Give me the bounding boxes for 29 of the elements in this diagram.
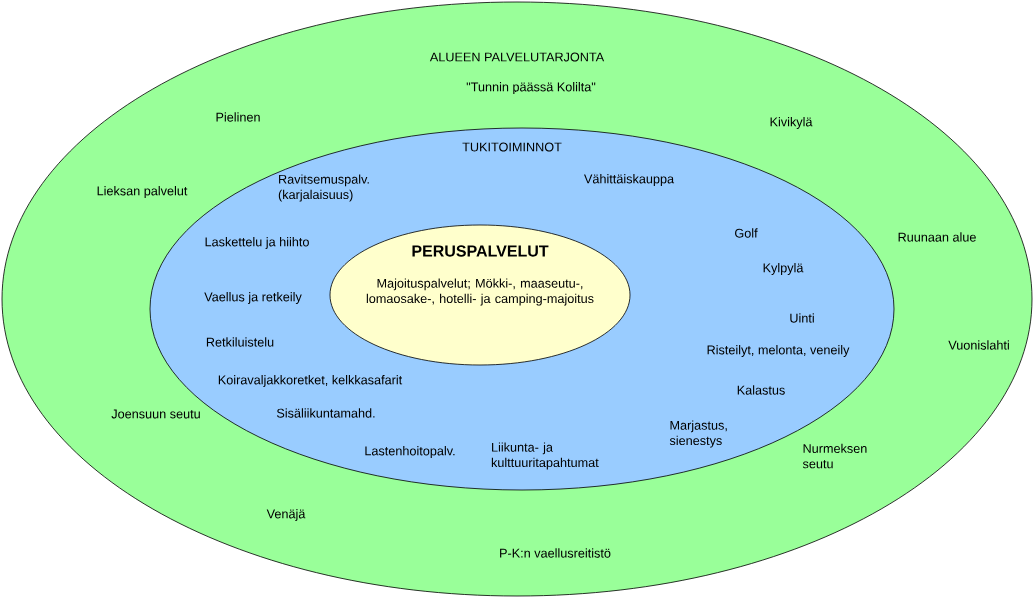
service-label: Vaellus ja retkeily [204, 292, 302, 304]
service-label: P-K:n vaellusreitistö [500, 548, 611, 558]
service-label: Ruunaan alue [898, 232, 976, 242]
service-label: Venäjä [266, 509, 306, 521]
service-label: Ravitsemuspalv. (karjalaisuus) [278, 174, 369, 202]
service-label: Vuonislahti [948, 340, 1009, 350]
service-label: Joensuun seutu [111, 409, 200, 419]
service-label: Laskettelu ja hiihto [205, 237, 309, 249]
service-label: Kivikylä [770, 117, 813, 129]
service-label: Nurmeksen seutu [802, 443, 867, 469]
service-label: Liikunta- ja kulttuuritapahtumat [491, 442, 599, 470]
service-label: Koiravaljakkoretket, kelkkasafarit [218, 375, 403, 387]
region-description: Majoituspalvelut; Mökki-, maaseutu-, lomaosake-, hotelli- ja camping-majoitus [366, 278, 594, 306]
region-title: TUKITOIMINNOT [462, 142, 562, 152]
region-subtitle: "Tunnin päässä Kolilta" [466, 82, 596, 94]
service-label: Risteilyt, melonta, veneily [707, 345, 850, 357]
service-label: Pielinen [216, 112, 260, 122]
region-title: PERUSPALVELUT [412, 245, 549, 257]
service-label: Uinti [790, 313, 814, 323]
service-label: Golf [735, 228, 758, 238]
service-label: Marjastus, sienestys [669, 420, 727, 448]
service-label: Vähittäiskauppa [584, 174, 675, 186]
service-label: Lastenhoitopalv. [365, 446, 455, 458]
service-label: Sisäliikuntamahd. [276, 408, 375, 418]
service-label: Retkiluistelu [206, 337, 274, 347]
service-label: Kalastus [737, 385, 785, 395]
region-title: ALUEEN PALVELUTARJONTA [429, 52, 605, 62]
service-label: Lieksan palvelut [97, 186, 188, 198]
service-label: Kylpylä [763, 263, 804, 275]
